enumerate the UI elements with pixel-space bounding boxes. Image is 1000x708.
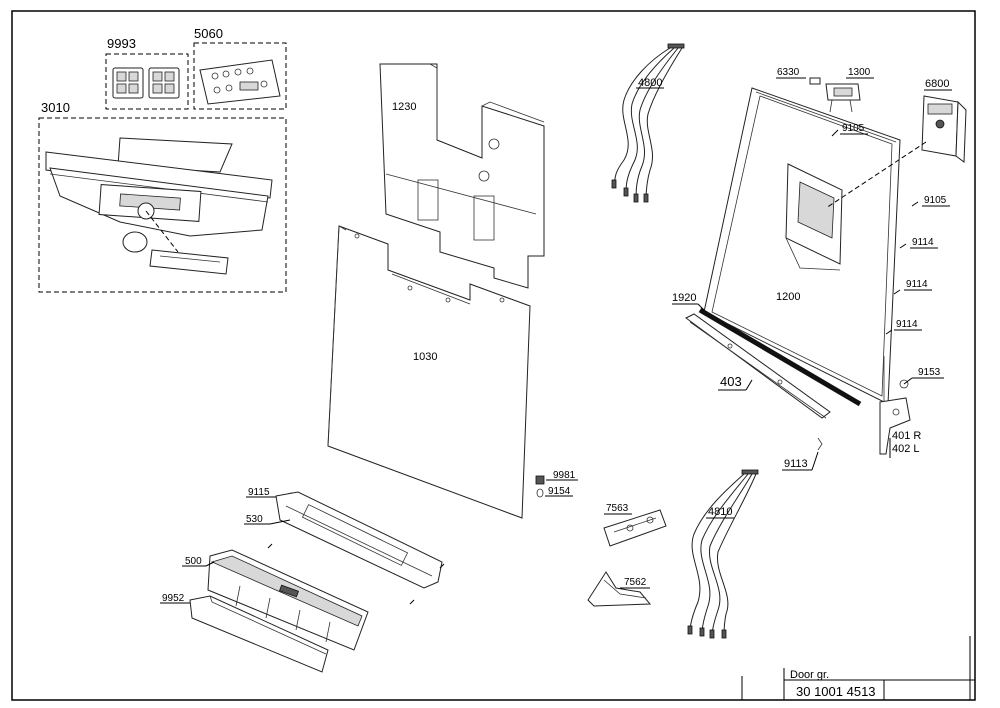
screw-group	[267, 543, 445, 605]
label-9114c: 9114	[896, 319, 918, 330]
drawing-frame	[11, 10, 976, 701]
label-1230: 1230	[392, 101, 416, 113]
part-401-402-hinge[interactable]: 401 R 402 L	[879, 356, 921, 458]
part-9114-screw-b[interactable]: 9114	[893, 279, 932, 295]
part-1200-inner-door[interactable]: 1200	[703, 87, 901, 405]
part-9114-screw-a[interactable]: 9114	[899, 237, 938, 249]
label-9105b: 9105	[924, 195, 947, 206]
part-6330-switch[interactable]: 6330	[776, 67, 821, 85]
label-1300: 1300	[848, 67, 871, 78]
part-530-cover[interactable]: 530	[244, 491, 443, 589]
part-9105-screw-a[interactable]: 9105	[831, 123, 868, 137]
label-6330: 6330	[777, 67, 800, 78]
label-9114a: 9114	[912, 237, 934, 248]
label-4800: 4800	[638, 77, 662, 89]
label-7562: 7562	[624, 577, 647, 588]
part-4800-wire-harness[interactable]: 4800	[611, 43, 685, 203]
label-403: 403	[720, 374, 742, 389]
label-3010: 3010	[41, 100, 70, 115]
part-7562-bracket[interactable]: 7562	[587, 571, 652, 607]
label-5060: 5060	[194, 26, 223, 41]
part-1300-lock[interactable]: 1300	[825, 67, 874, 113]
label-1200: 1200	[776, 291, 800, 303]
label-9105a: 9105	[842, 123, 865, 134]
part-5060-control-board[interactable]: 5060	[193, 26, 287, 110]
part-3010-control-panel[interactable]: 3010	[38, 100, 287, 293]
part-403-rail[interactable]: 403	[685, 313, 831, 419]
label-500: 500	[185, 556, 202, 567]
part-9952-kickplate[interactable]: 9952	[160, 593, 329, 673]
label-9153: 9153	[918, 367, 941, 378]
part-6800-dispenser[interactable]: 6800	[825, 78, 967, 209]
title-drawing-number: 30 1001 4513	[796, 684, 876, 699]
label-4810: 4810	[708, 506, 732, 518]
part-9113-clip[interactable]: 9113	[782, 437, 823, 471]
part-1230-insulation[interactable]: 1230	[379, 63, 545, 289]
part-9993-buttons[interactable]: 9993	[105, 36, 189, 110]
label-9993: 9993	[107, 36, 136, 51]
label-9981: 9981	[553, 470, 576, 481]
part-9981-clip[interactable]: 9981	[535, 470, 578, 485]
part-9105-screw-b[interactable]: 9105	[911, 195, 950, 207]
title-group-name: Door gr.	[790, 669, 829, 681]
part-1030-door-panel[interactable]: 1030	[327, 225, 531, 519]
label-530: 530	[246, 514, 263, 525]
part-9154-ring[interactable]: 9154	[536, 486, 573, 498]
label-1920: 1920	[672, 292, 696, 304]
label-9154: 9154	[548, 486, 571, 497]
label-402: 402 L	[892, 443, 920, 455]
part-7563-bracket[interactable]: 7563	[603, 503, 667, 547]
part-9114-screw-c[interactable]: 9114	[885, 319, 922, 335]
part-1920-gasket[interactable]: 1920	[672, 292, 862, 407]
label-7563: 7563	[606, 503, 629, 514]
label-1030: 1030	[413, 351, 437, 363]
label-9114b: 9114	[906, 279, 928, 290]
label-9113: 9113	[784, 458, 808, 470]
part-500-base[interactable]: 500	[182, 549, 369, 651]
part-4810-wire-harness[interactable]: 4810	[687, 469, 759, 639]
part-9153-bolt[interactable]: 9153	[903, 367, 944, 385]
label-401: 401 R	[892, 430, 921, 442]
label-6800: 6800	[925, 78, 949, 90]
label-9115: 9115	[248, 487, 270, 498]
label-9952: 9952	[162, 593, 185, 604]
title-block: Door gr. 30 1001 4513	[741, 636, 975, 700]
